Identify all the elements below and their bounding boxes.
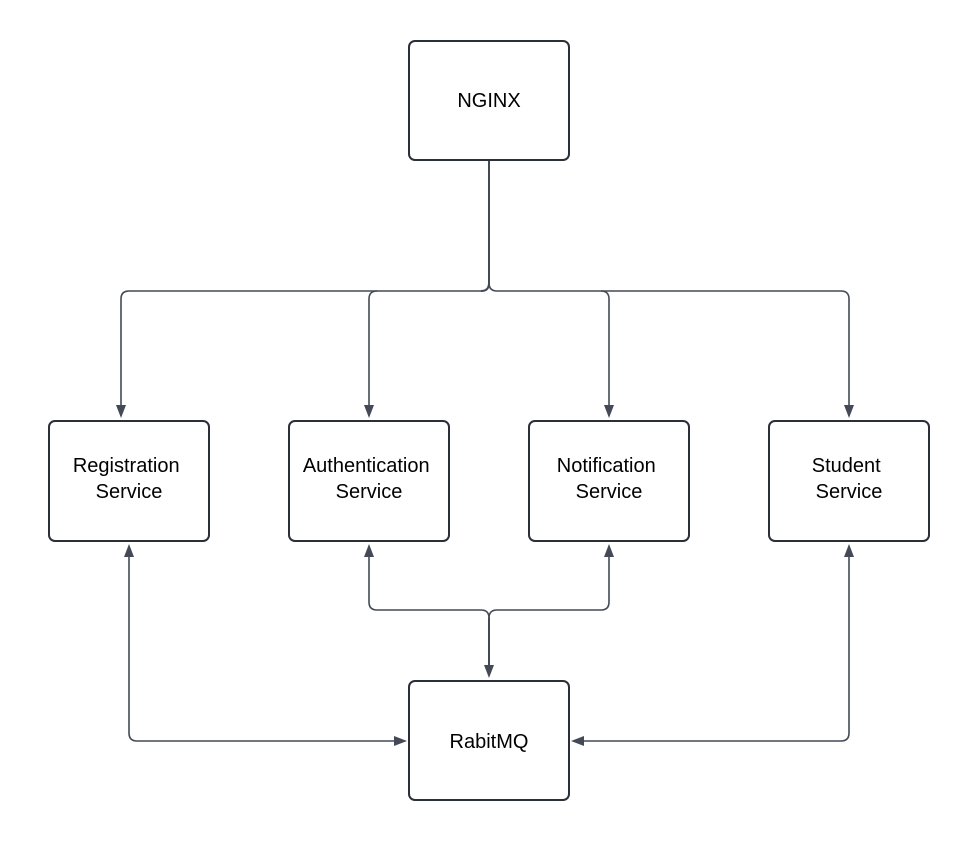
- edge-nginx-trunk: [480, 161, 490, 292]
- node-registration-label: Registration Service: [73, 455, 185, 503]
- arrowhead-student-top: [844, 405, 854, 418]
- node-rabbitmq: RabitMQ: [408, 680, 570, 801]
- edge-registration-rabbitmq: [128, 556, 396, 742]
- node-notification-label: Notification Service: [557, 455, 662, 503]
- node-notification-service: Notification Service: [528, 420, 690, 542]
- arrowhead-registration-bottom: [124, 544, 134, 557]
- edge-notification-rabbitmq: [488, 556, 610, 619]
- arrowhead-authentication-bottom: [364, 544, 374, 557]
- node-student-service: Student Service: [768, 420, 930, 542]
- node-registration-service: Registration Service: [48, 420, 210, 542]
- edge-nginx-to-student: [601, 290, 850, 406]
- edge-authentication-rabbitmq: [368, 556, 490, 619]
- node-authentication-service: Authentication Service: [288, 420, 450, 542]
- arrowhead-notification-top: [604, 405, 614, 418]
- arrowhead-notification-bottom: [604, 544, 614, 557]
- arrowhead-rabbitmq-left: [394, 736, 407, 746]
- arrowhead-registration-top: [116, 405, 126, 418]
- edge-student-rabbitmq: [582, 556, 850, 742]
- arrowhead-authentication-top: [364, 405, 374, 418]
- node-student-label: Student Service: [812, 455, 887, 503]
- edge-nginx-to-notification: [488, 282, 610, 406]
- node-authentication-label: Authentication Service: [303, 455, 435, 503]
- edge-nginx-to-registration: [120, 290, 481, 406]
- node-nginx-label: NGINX: [457, 90, 520, 112]
- node-rabbitmq-label: RabitMQ: [450, 731, 529, 753]
- arrowhead-rabbitmq-top: [484, 665, 494, 678]
- edge-nginx-to-authentication: [368, 290, 378, 406]
- node-nginx: NGINX: [408, 40, 570, 161]
- arrowhead-student-bottom: [844, 544, 854, 557]
- arrowhead-rabbitmq-right: [571, 736, 584, 746]
